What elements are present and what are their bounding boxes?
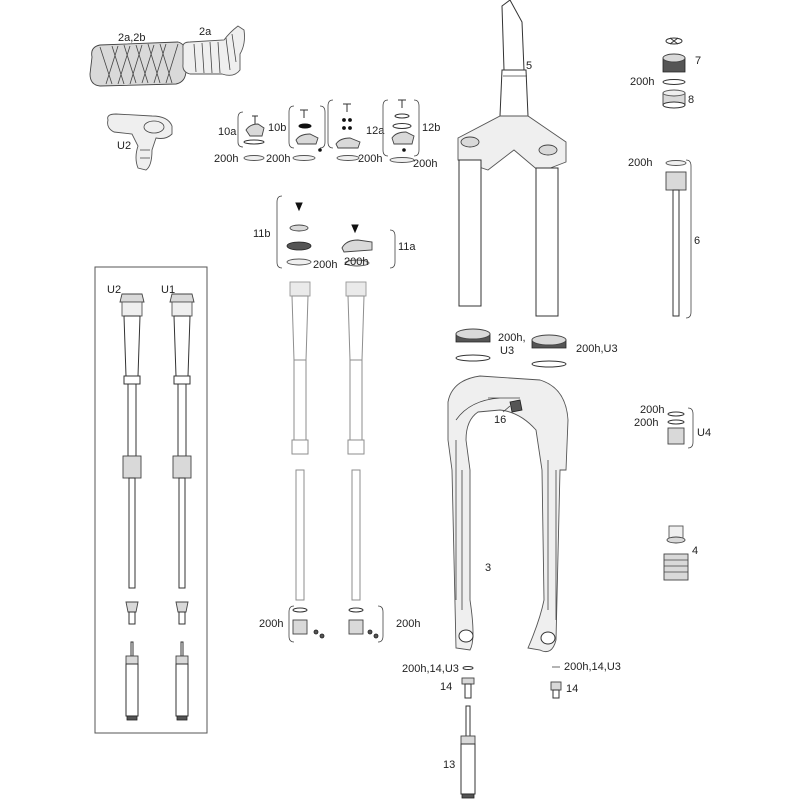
bolt-left-part-14 — [461, 666, 475, 699]
knob-part-10a — [243, 115, 265, 161]
label-2a: 2a — [199, 26, 212, 38]
knob-part-10b — [292, 109, 322, 161]
bracket-6 — [685, 159, 692, 319]
label-200h-a: 200h — [214, 153, 238, 165]
label-200h-h: 200h — [344, 256, 368, 268]
label-200h-g: 200h — [313, 259, 337, 271]
shifter-part-2a — [182, 25, 245, 76]
bracket-11 — [276, 195, 283, 269]
label-13: 13 — [443, 759, 455, 771]
label-14-b: 14 — [566, 683, 578, 695]
label-10b: 10b — [268, 122, 286, 134]
label-200h-d: 200h — [413, 158, 437, 170]
spacer-part-4 — [663, 525, 689, 581]
label-3: 3 — [485, 562, 491, 574]
label-200h-i: 200h — [640, 404, 664, 416]
base-valve-left — [292, 607, 325, 639]
knob-part-11b — [286, 202, 312, 266]
label-u2-damper: U2 — [107, 284, 121, 296]
label-u2-remote: U2 — [117, 140, 131, 152]
bracket-12b — [382, 99, 420, 157]
grip-part-2a2b — [89, 41, 187, 87]
label-4: 4 — [692, 545, 698, 557]
knob-part-11a — [341, 224, 373, 267]
label-200h-u3-a2: U3 — [500, 345, 514, 357]
damper-kit-box — [94, 266, 208, 734]
knob-part-12b — [389, 99, 415, 163]
damper-u2 — [119, 293, 145, 721]
shaft-part-6 — [665, 160, 687, 317]
seal-part-8 — [662, 89, 686, 109]
bolt-right-part-14 — [550, 666, 562, 699]
label-12b: 12b — [422, 122, 440, 134]
label-200h-j: 200h — [634, 417, 658, 429]
tool-part-13 — [460, 705, 476, 799]
dust-seal-left — [455, 328, 491, 362]
bracket-200h-left — [288, 605, 295, 643]
top-cap-part-7 — [662, 37, 686, 85]
label-200h-14-u3-a: 200h,14,U3 — [402, 663, 459, 675]
label-u1-damper: U1 — [161, 284, 175, 296]
label-u4: U4 — [697, 427, 711, 439]
crown-steerer-part-5 — [457, 0, 567, 317]
lower-legs-part-3 — [447, 375, 569, 653]
label-6: 6 — [694, 235, 700, 247]
dust-seal-right — [531, 334, 567, 368]
label-5: 5 — [526, 60, 532, 72]
bracket-200h-right — [377, 605, 384, 643]
label-200h-f: 200h — [628, 157, 652, 169]
label-10a: 10a — [218, 126, 237, 138]
remote-lever-u2 — [107, 113, 173, 171]
label-7: 7 — [695, 55, 701, 67]
label-200h-k: 200h — [259, 618, 283, 630]
seal-kit-u4 — [667, 411, 685, 445]
base-valve-right — [348, 607, 379, 639]
bracket-10b — [288, 105, 326, 149]
label-200h-14-u3-b: 200h,14,U3 — [564, 661, 621, 673]
label-16: 16 — [494, 414, 506, 426]
label-200h-e: 200h — [630, 76, 654, 88]
damper-u1 — [169, 293, 195, 721]
label-2a2b: 2a,2b — [118, 32, 146, 44]
damper-assembly-left — [289, 281, 311, 601]
bracket-10a — [237, 111, 244, 148]
label-200h-u3-b: 200h,U3 — [576, 343, 618, 355]
bracket-12a — [327, 99, 334, 149]
label-11b: 11b — [253, 228, 271, 240]
label-11a: 11a — [398, 241, 416, 253]
bleed-port-part-16 — [509, 399, 523, 413]
label-200h-c: 200h — [358, 153, 382, 165]
label-8: 8 — [688, 94, 694, 106]
label-14-a: 14 — [440, 681, 452, 693]
label-200h-l: 200h — [396, 618, 420, 630]
label-200h-b: 200h — [266, 153, 290, 165]
label-12a: 12a — [366, 125, 385, 137]
label-200h-u3-a1: 200h, — [498, 332, 526, 344]
knob-part-12a — [335, 103, 361, 161]
damper-assembly-right — [345, 281, 367, 601]
bracket-11-right — [389, 229, 396, 269]
bracket-u4 — [687, 407, 694, 449]
